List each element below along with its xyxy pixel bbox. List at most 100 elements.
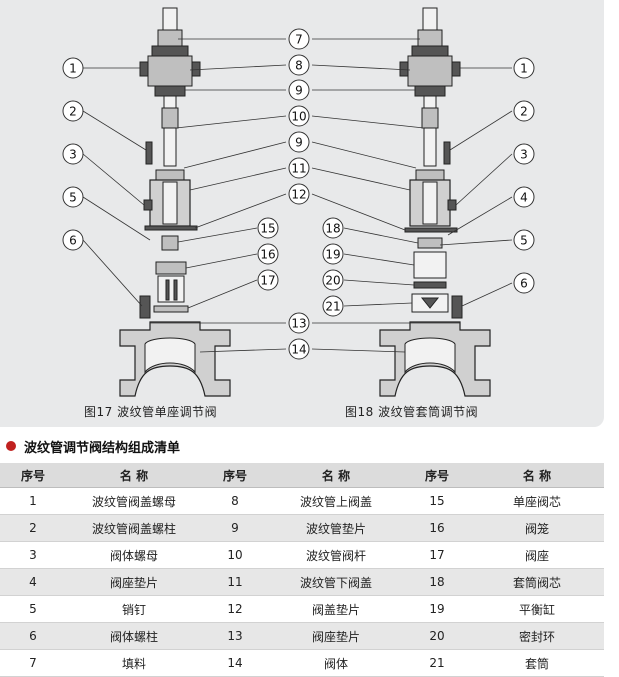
callout-circle [257, 217, 279, 239]
header-no-2: 序号 [202, 463, 268, 488]
part-number-cell: 18 [404, 568, 470, 596]
callout-label: 6 [69, 234, 77, 248]
section-title: 波纹管调节阀结构组成清单 [6, 437, 181, 456]
callout-label: 5 [520, 234, 528, 248]
callout-circle [288, 157, 310, 179]
part-number-cell: 11 [202, 568, 268, 596]
callout-label: 21 [325, 300, 340, 314]
callout-marker: 9 [288, 79, 310, 101]
part-number-cell: 5 [0, 595, 66, 623]
callout-marker: 10 [288, 105, 310, 127]
callout-marker: 3 [513, 143, 535, 165]
part-number-cell: 4 [0, 568, 66, 596]
callout-marker: 15 [257, 217, 279, 239]
section-title-text: 波纹管调节阀结构组成清单 [24, 440, 181, 456]
callout-circle [62, 100, 84, 122]
callout-circle [257, 269, 279, 291]
part-number-cell: 16 [404, 514, 470, 542]
callout-marker: 1 [513, 57, 535, 79]
callout-marker: 9 [288, 131, 310, 153]
header-name-2: 名 称 [268, 463, 404, 488]
part-name-cell: 销钉 [66, 595, 202, 623]
callout-label: 3 [69, 148, 77, 162]
callout-label: 8 [295, 59, 303, 73]
callout-marker: 2 [62, 100, 84, 122]
callout-circle [288, 105, 310, 127]
callout-circle [62, 229, 84, 251]
part-name-cell: 波纹管下阀盖 [268, 568, 404, 596]
callout-circle [62, 186, 84, 208]
callout-label: 3 [520, 148, 528, 162]
callout-circle [322, 269, 344, 291]
callout-circle [513, 100, 535, 122]
callout-marker: 18 [322, 217, 344, 239]
part-number-cell: 2 [0, 514, 66, 542]
callout-marker: 17 [257, 269, 279, 291]
left-valve-drawing [119, 7, 231, 397]
callout-marker: 16 [257, 243, 279, 265]
right-figure-caption: 图18 波纹管套筒调节阀 [345, 405, 479, 419]
part-number-cell: 3 [0, 541, 66, 569]
header-no-1: 序号 [0, 463, 66, 488]
part-name-cell: 填料 [66, 649, 202, 677]
part-number-cell: 12 [202, 595, 268, 623]
callout-marker: 19 [322, 243, 344, 265]
part-name-cell: 套筒阀芯 [470, 568, 604, 596]
callout-label: 19 [325, 248, 340, 262]
callout-label: 15 [260, 222, 275, 236]
callout-marker: 5 [513, 229, 535, 251]
callout-marker: 7 [288, 28, 310, 50]
callout-marker: 11 [288, 157, 310, 179]
callout-circle [322, 243, 344, 265]
left-figure-caption: 图17 波纹管单座调节阀 [84, 405, 218, 419]
callout-label: 9 [295, 136, 303, 150]
callout-marker: 13 [288, 312, 310, 334]
callout-label: 11 [291, 162, 306, 176]
callout-marker: 4 [513, 186, 535, 208]
callout-marker: 1 [62, 57, 84, 79]
callout-circle [322, 295, 344, 317]
callout-marker: 14 [288, 338, 310, 360]
part-name-cell: 平衡缸 [470, 595, 604, 623]
part-number-cell: 8 [202, 487, 268, 515]
part-name-cell: 阀座 [470, 541, 604, 569]
callout-circle [62, 143, 84, 165]
part-name-cell: 波纹管阀盖螺柱 [66, 514, 202, 542]
callout-label: 16 [260, 248, 275, 262]
callout-label: 5 [69, 191, 77, 205]
callout-circle [288, 79, 310, 101]
callout-marker: 5 [62, 186, 84, 208]
callout-circle [257, 243, 279, 265]
callouts-left: 1 2 3 5 6 [62, 57, 84, 251]
leader-lines [82, 38, 513, 353]
callouts-right: 1 2 3 4 5 6 [513, 57, 535, 294]
part-name-cell: 密封环 [470, 622, 604, 650]
callout-marker: 12 [288, 183, 310, 205]
callout-circle [288, 131, 310, 153]
callout-label: 12 [291, 188, 306, 202]
callout-label: 13 [291, 317, 306, 331]
part-name-cell: 波纹管阀盖螺母 [66, 487, 202, 515]
callout-circle [513, 272, 535, 294]
callout-label: 6 [520, 277, 528, 291]
callout-circle [62, 57, 84, 79]
part-name-cell: 阀笼 [470, 514, 604, 542]
part-number-cell: 9 [202, 514, 268, 542]
callout-label: 2 [520, 105, 528, 119]
callout-circle [513, 143, 535, 165]
header-no-3: 序号 [404, 463, 470, 488]
part-number-cell: 15 [404, 487, 470, 515]
part-number-cell: 6 [0, 622, 66, 650]
part-number-cell: 7 [0, 649, 66, 677]
callout-circle [322, 217, 344, 239]
callout-marker: 3 [62, 143, 84, 165]
part-name-cell: 套筒 [470, 649, 604, 677]
header-name-3: 名 称 [470, 463, 604, 488]
